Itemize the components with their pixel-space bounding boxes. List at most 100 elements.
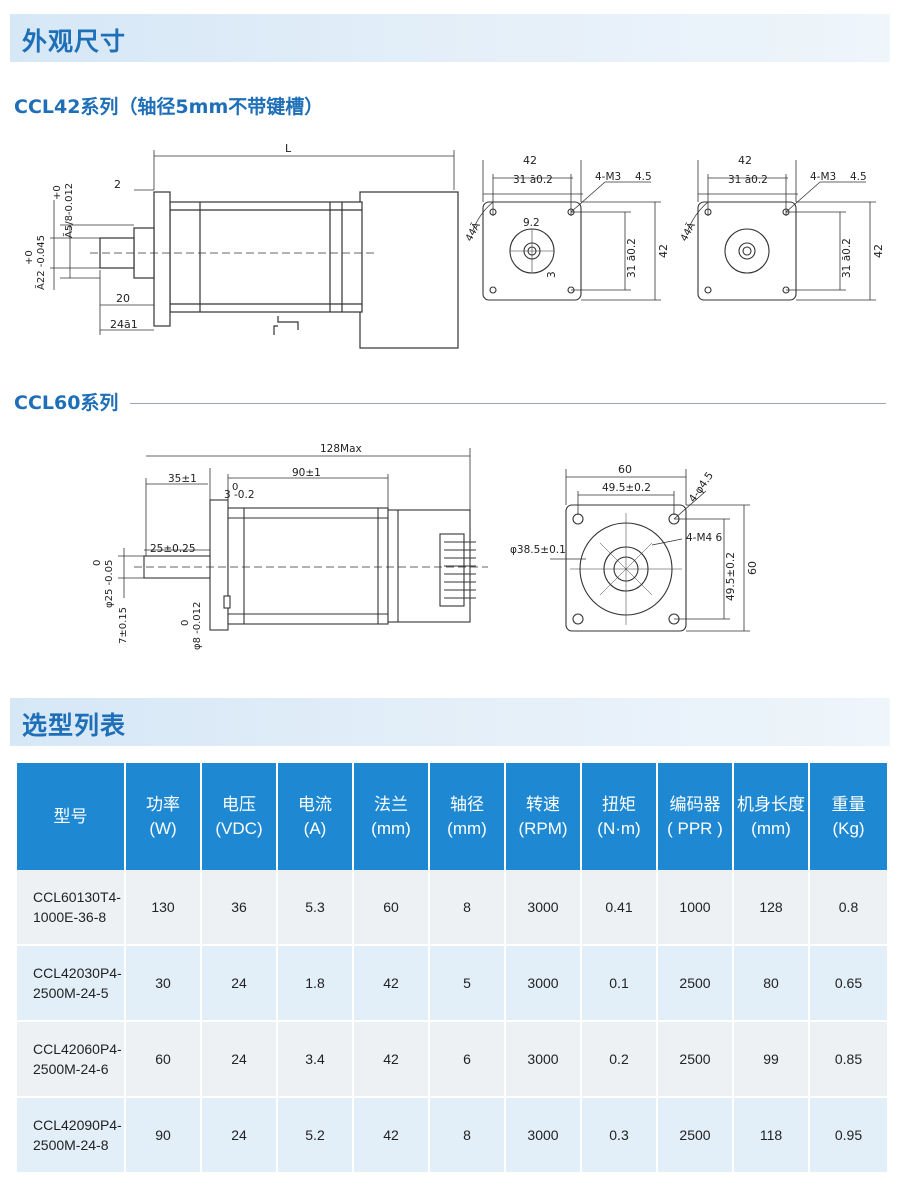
ccl42-front-view-a-drawing: 42 31 ā0.2 4-M3 4.5 44Ã 9.2 3 31 ā0.2 42	[462, 154, 670, 301]
cell-current: 5.3	[277, 870, 354, 944]
ccl60-title: CCL60系列	[14, 392, 119, 414]
header-flange: 法兰(mm)	[353, 763, 430, 870]
ccl60-side-view-drawing: 128Max 35±1 90±1 0 3 -0.2 25±0.25 0 φ25 …	[92, 443, 488, 650]
ccl42a-hole-depth-label: 4.5	[635, 171, 652, 183]
ccl60-shaftdia-label: φ8 -0.012	[192, 602, 203, 650]
ccl42a-hole-spacing-label: 31 ā0.2	[513, 174, 553, 186]
cell-encoder: 2500	[657, 946, 734, 1020]
ccl42-side-view-drawing: L 2 20 24ā1 +0 Ã5/8-0.012 +0 Ã22 -0.045	[24, 142, 459, 349]
cell-flange: 42	[353, 946, 430, 1020]
cell-speed: 3000	[505, 870, 582, 944]
ccl60-maxlength-label: 128Max	[320, 443, 362, 455]
ccl42-title: CCL42系列（轴径5mm不带键槽）	[14, 96, 324, 118]
header-voltage: 电压(VDC)	[201, 763, 278, 870]
table-row: CCL42030P4-2500M-24-5 30 24 1.8 42 5 300…	[17, 946, 887, 1020]
ccl60-holespacing-label: 49.5±0.2	[602, 482, 651, 494]
ccl42-shaft-dia-upper: +0	[52, 185, 63, 200]
ccl60-holessmall-label: 4-M4 6	[686, 532, 723, 544]
cell-power: 90	[125, 1098, 202, 1172]
ccl42-shaft-len1-label: 20	[116, 292, 130, 305]
cell-shaft: 6	[429, 1022, 506, 1096]
selection-table: 型号 功率(W) 电压(VDC) 电流(A) 法兰(mm) 轴径(mm) 转速(…	[17, 763, 887, 1172]
cell-model: CCL60130T4-1000E-36-8	[17, 870, 126, 944]
ccl60-divider	[130, 403, 886, 404]
ccl42a-vspacing-label: 31 ā0.2	[626, 238, 638, 278]
cell-torque: 0.1	[581, 946, 658, 1020]
ccl60-shaftdia-upper: 0	[180, 620, 191, 626]
ccl42-flange-offset-label: 2	[114, 178, 121, 191]
cell-encoder: 2500	[657, 1098, 734, 1172]
ccl60-bosslen-label: 25±0.25	[150, 543, 196, 555]
cell-weight: 0.8	[809, 870, 887, 944]
selection-title: 选型列表	[22, 711, 127, 740]
ccl60-bossdia-upper: 0	[92, 560, 103, 566]
cell-weight: 0.95	[809, 1098, 887, 1172]
cell-speed: 3000	[505, 946, 582, 1020]
ccl60-bodylen-label: 90±1	[292, 467, 321, 479]
ccl42a-height-label: 42	[657, 244, 670, 258]
ccl60-step-upper: 0	[232, 482, 238, 493]
ccl60-step-label: 3 -0.2	[224, 489, 255, 501]
ccl60-offset-label: 7±0.15	[118, 607, 129, 644]
ccl42-length-label: L	[285, 142, 292, 155]
ccl42b-vspacing-label: 31 ā0.2	[841, 238, 853, 278]
cell-encoder: 1000	[657, 870, 734, 944]
ccl42b-height-label: 42	[872, 244, 885, 258]
cell-torque: 0.3	[581, 1098, 658, 1172]
ccl60-holesbig-label: 4-φ4.5	[687, 470, 716, 505]
table-row: CCL42090P4-2500M-24-8 90 24 5.2 42 8 300…	[17, 1098, 887, 1172]
ccl42b-width-label: 42	[738, 154, 752, 167]
ccl42a-dcut-label: 9.2	[523, 217, 540, 229]
dimensions-header-band: 外观尺寸	[10, 14, 890, 62]
ccl42-boss-dia-upper: +0	[24, 250, 35, 265]
cell-length: 99	[733, 1022, 810, 1096]
ccl60-front-view-drawing: 60 49.5±0.2 4-φ4.5 4-M4 6 φ38.5±0.1 49.5…	[510, 463, 759, 632]
ccl42-boss-dia-label: Ã22 -0.045	[34, 235, 47, 290]
cell-speed: 3000	[505, 1098, 582, 1172]
table-row: CCL60130T4-1000E-36-8 130 36 5.3 60 8 30…	[17, 870, 887, 944]
cell-torque: 0.2	[581, 1022, 658, 1096]
ccl42b-hole-depth-label: 4.5	[850, 171, 867, 183]
ccl60-shaftlen-label: 35±1	[168, 473, 197, 485]
cell-encoder: 2500	[657, 1022, 734, 1096]
table-row: CCL42060P4-2500M-24-6 60 24 3.4 42 6 300…	[17, 1022, 887, 1096]
ccl42-front-view-b-drawing: 42 31 ā0.2 4-M3 4.5 44Ã 31 ā0.2 42	[677, 154, 885, 301]
cell-weight: 0.85	[809, 1022, 887, 1096]
ccl42a-width-label: 42	[523, 154, 537, 167]
cell-current: 1.8	[277, 946, 354, 1020]
selection-header-band: 选型列表	[10, 698, 890, 746]
header-length: 机身长度(mm)	[733, 763, 810, 870]
ccl60-bossdia-label: φ25 -0.05	[104, 560, 115, 608]
cell-voltage: 24	[201, 1022, 278, 1096]
cell-shaft: 5	[429, 946, 506, 1020]
ccl42b-holes-label: 4-M3	[810, 171, 836, 183]
ccl60-width-label: 60	[618, 463, 632, 476]
header-encoder: 编码器( PPR )	[657, 763, 734, 870]
cell-speed: 3000	[505, 1022, 582, 1096]
header-torque: 扭矩(N·m)	[581, 763, 658, 870]
header-shaft: 轴径(mm)	[429, 763, 506, 870]
ccl42b-diag-label: 44Ã	[677, 220, 698, 244]
header-model: 型号	[17, 763, 126, 870]
cell-shaft: 8	[429, 1098, 506, 1172]
ccl60-pcd-label: φ38.5±0.1	[510, 544, 566, 556]
cell-flange: 60	[353, 870, 430, 944]
header-power: 功率(W)	[125, 763, 202, 870]
cell-power: 60	[125, 1022, 202, 1096]
cell-length: 118	[733, 1098, 810, 1172]
cell-model: CCL42030P4-2500M-24-5	[17, 946, 126, 1020]
ccl60-vspacing-label: 49.5±0.2	[725, 552, 737, 601]
cell-power: 130	[125, 870, 202, 944]
cell-weight: 0.65	[809, 946, 887, 1020]
cell-length: 128	[733, 870, 810, 944]
cell-length: 80	[733, 946, 810, 1020]
ccl42b-hole-spacing-label: 31 ā0.2	[728, 174, 768, 186]
cell-torque: 0.41	[581, 870, 658, 944]
table-header-row: 型号 功率(W) 电压(VDC) 电流(A) 法兰(mm) 轴径(mm) 转速(…	[17, 763, 887, 870]
ccl42a-diag-label: 44Ã	[462, 220, 483, 244]
header-current: 电流(A)	[277, 763, 354, 870]
cell-voltage: 24	[201, 946, 278, 1020]
cell-voltage: 24	[201, 1098, 278, 1172]
cell-voltage: 36	[201, 870, 278, 944]
ccl42a-holes-label: 4-M3	[595, 171, 621, 183]
